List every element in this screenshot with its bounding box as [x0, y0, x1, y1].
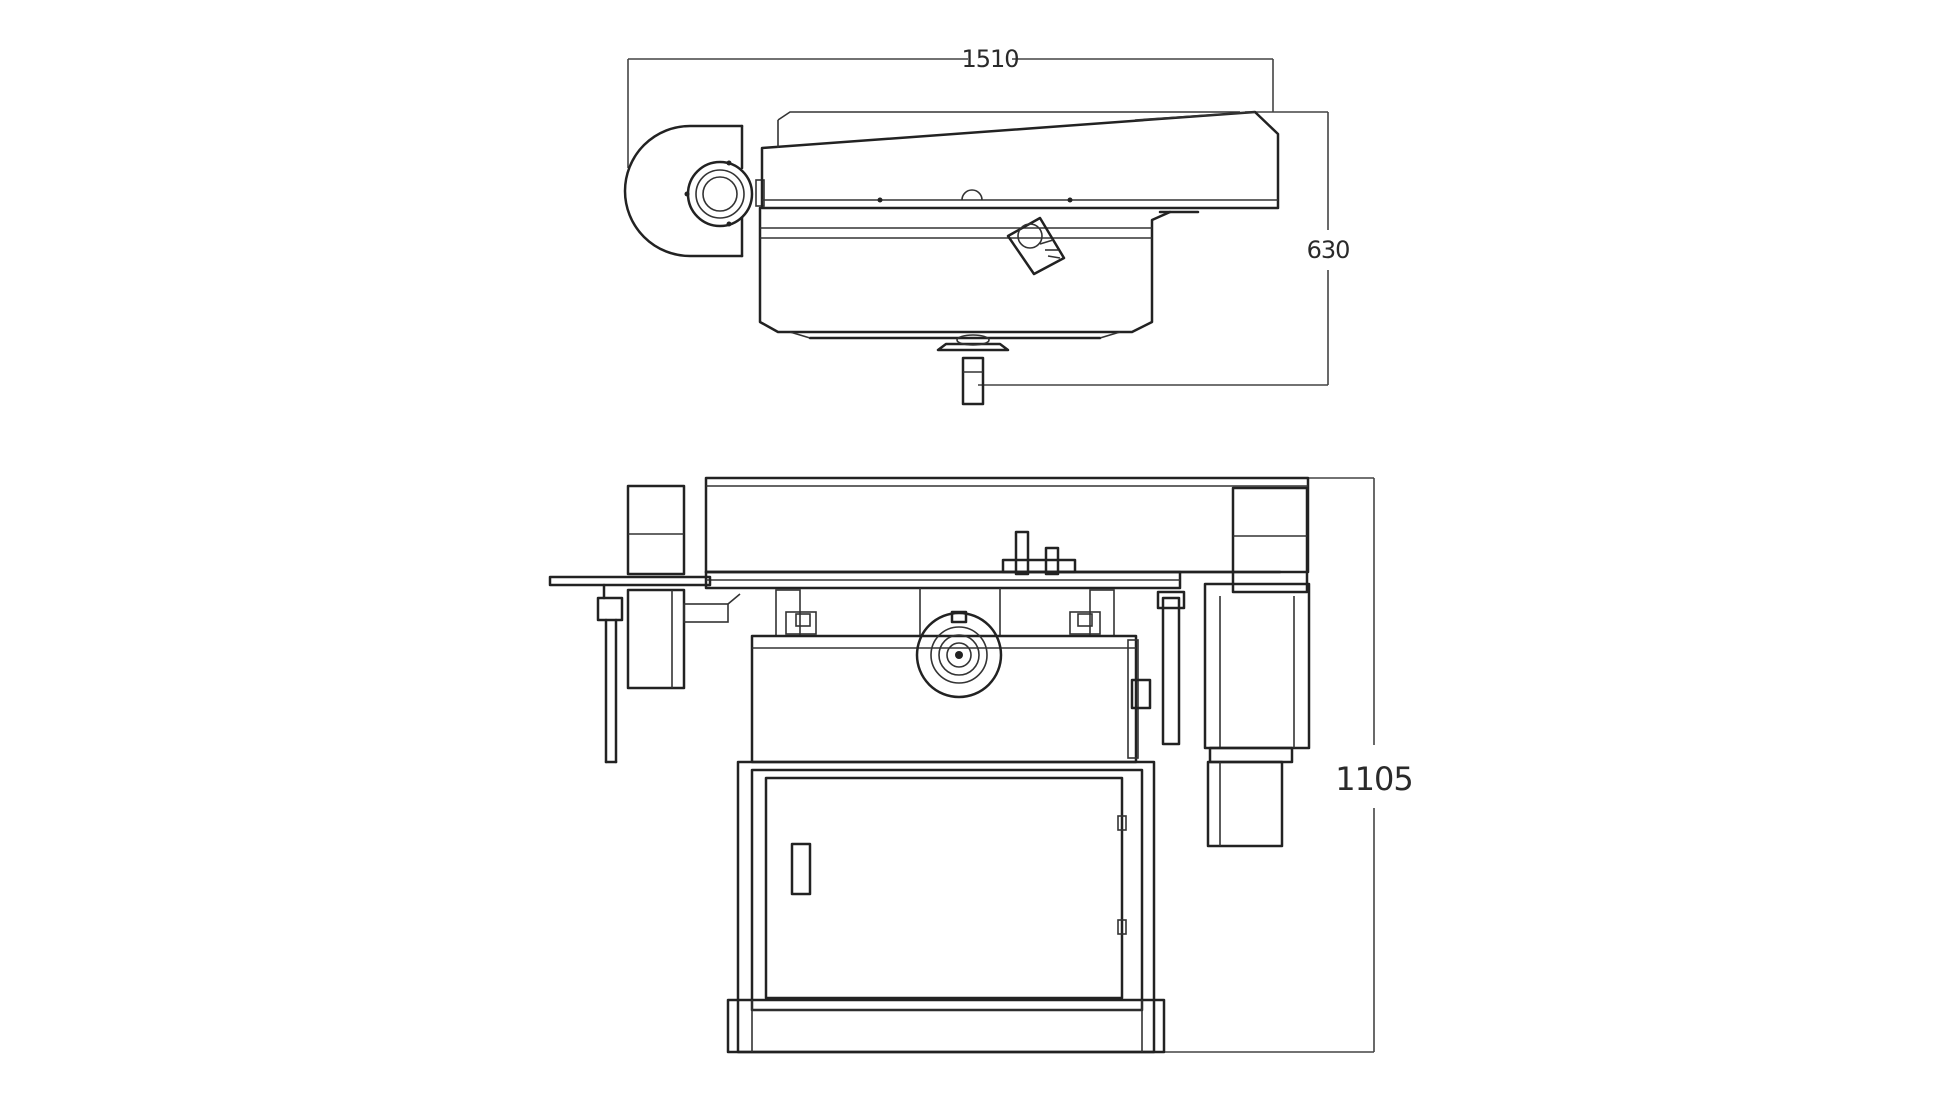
drive-motor	[1203, 486, 1311, 848]
fence-post-front	[1001, 530, 1077, 576]
cabinet-base	[726, 760, 1166, 1054]
handwheel-front	[915, 610, 1003, 699]
lift-supports	[775, 588, 1115, 637]
belt-housing-top	[760, 110, 1280, 214]
height-label: 1105	[1335, 760, 1412, 798]
front-view: 1105	[548, 476, 1414, 1054]
depth-dimension: 630	[978, 111, 1350, 386]
machine-body	[750, 634, 1152, 764]
top-view: 1510 630	[623, 45, 1350, 406]
width-dimension: 1510	[627, 45, 1274, 168]
depth-label: 630	[1307, 236, 1350, 264]
width-label: 1510	[961, 45, 1018, 73]
angle-fence-top	[1006, 216, 1066, 276]
height-dimension: 1105	[1155, 477, 1414, 1053]
handwheel-top	[936, 334, 1010, 406]
dust-hood	[623, 124, 765, 258]
left-extractor	[548, 484, 741, 764]
work-table-top	[758, 206, 1172, 340]
tension-lever	[1156, 590, 1186, 746]
